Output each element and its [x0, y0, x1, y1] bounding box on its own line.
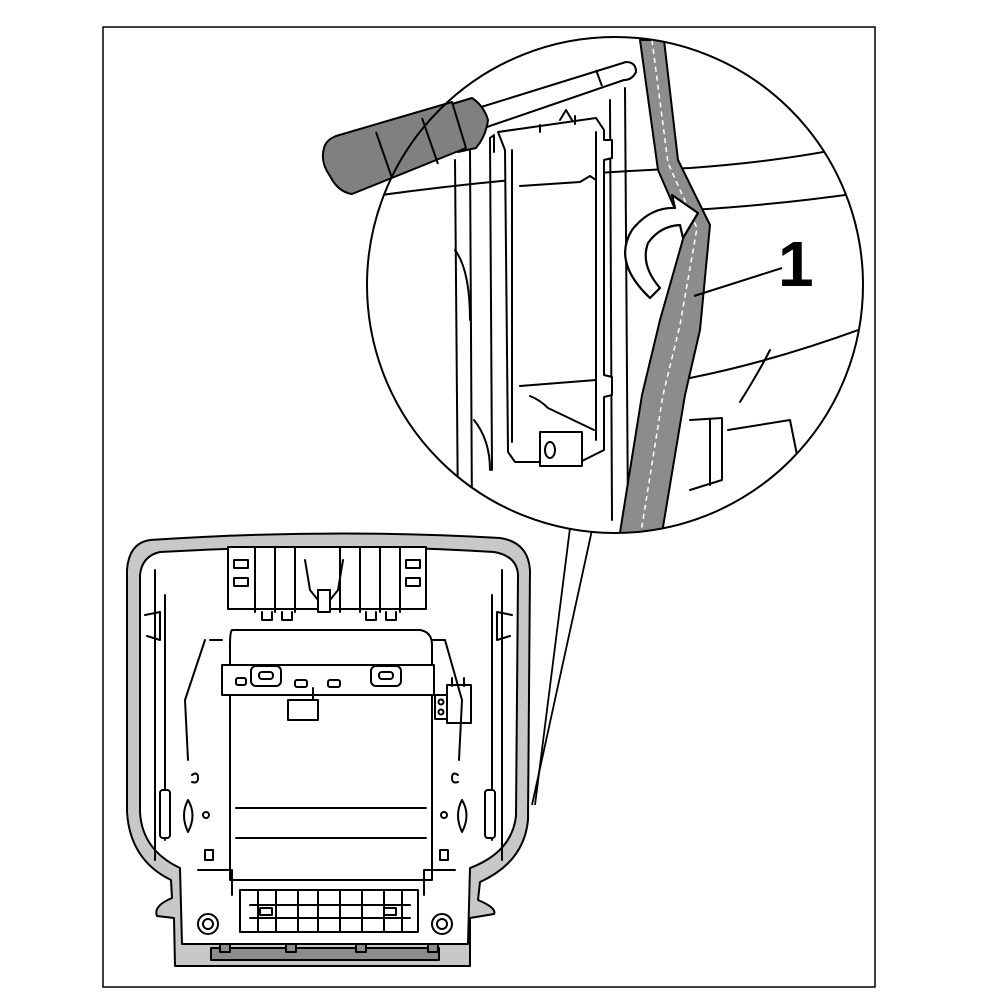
callout-leader: [693, 267, 783, 297]
callout-label-1: 1: [778, 228, 814, 300]
seat-back-frame: [126, 532, 531, 967]
seat-bottom-bar: [210, 947, 440, 961]
trim-stitch-line: [638, 39, 698, 533]
detail-view: 1: [321, 36, 864, 534]
curved-arrow-icon: [624, 193, 700, 300]
detail-leader: [531, 527, 593, 806]
detail-circle-border: [366, 36, 864, 534]
screwdriver-icon: [321, 61, 637, 195]
